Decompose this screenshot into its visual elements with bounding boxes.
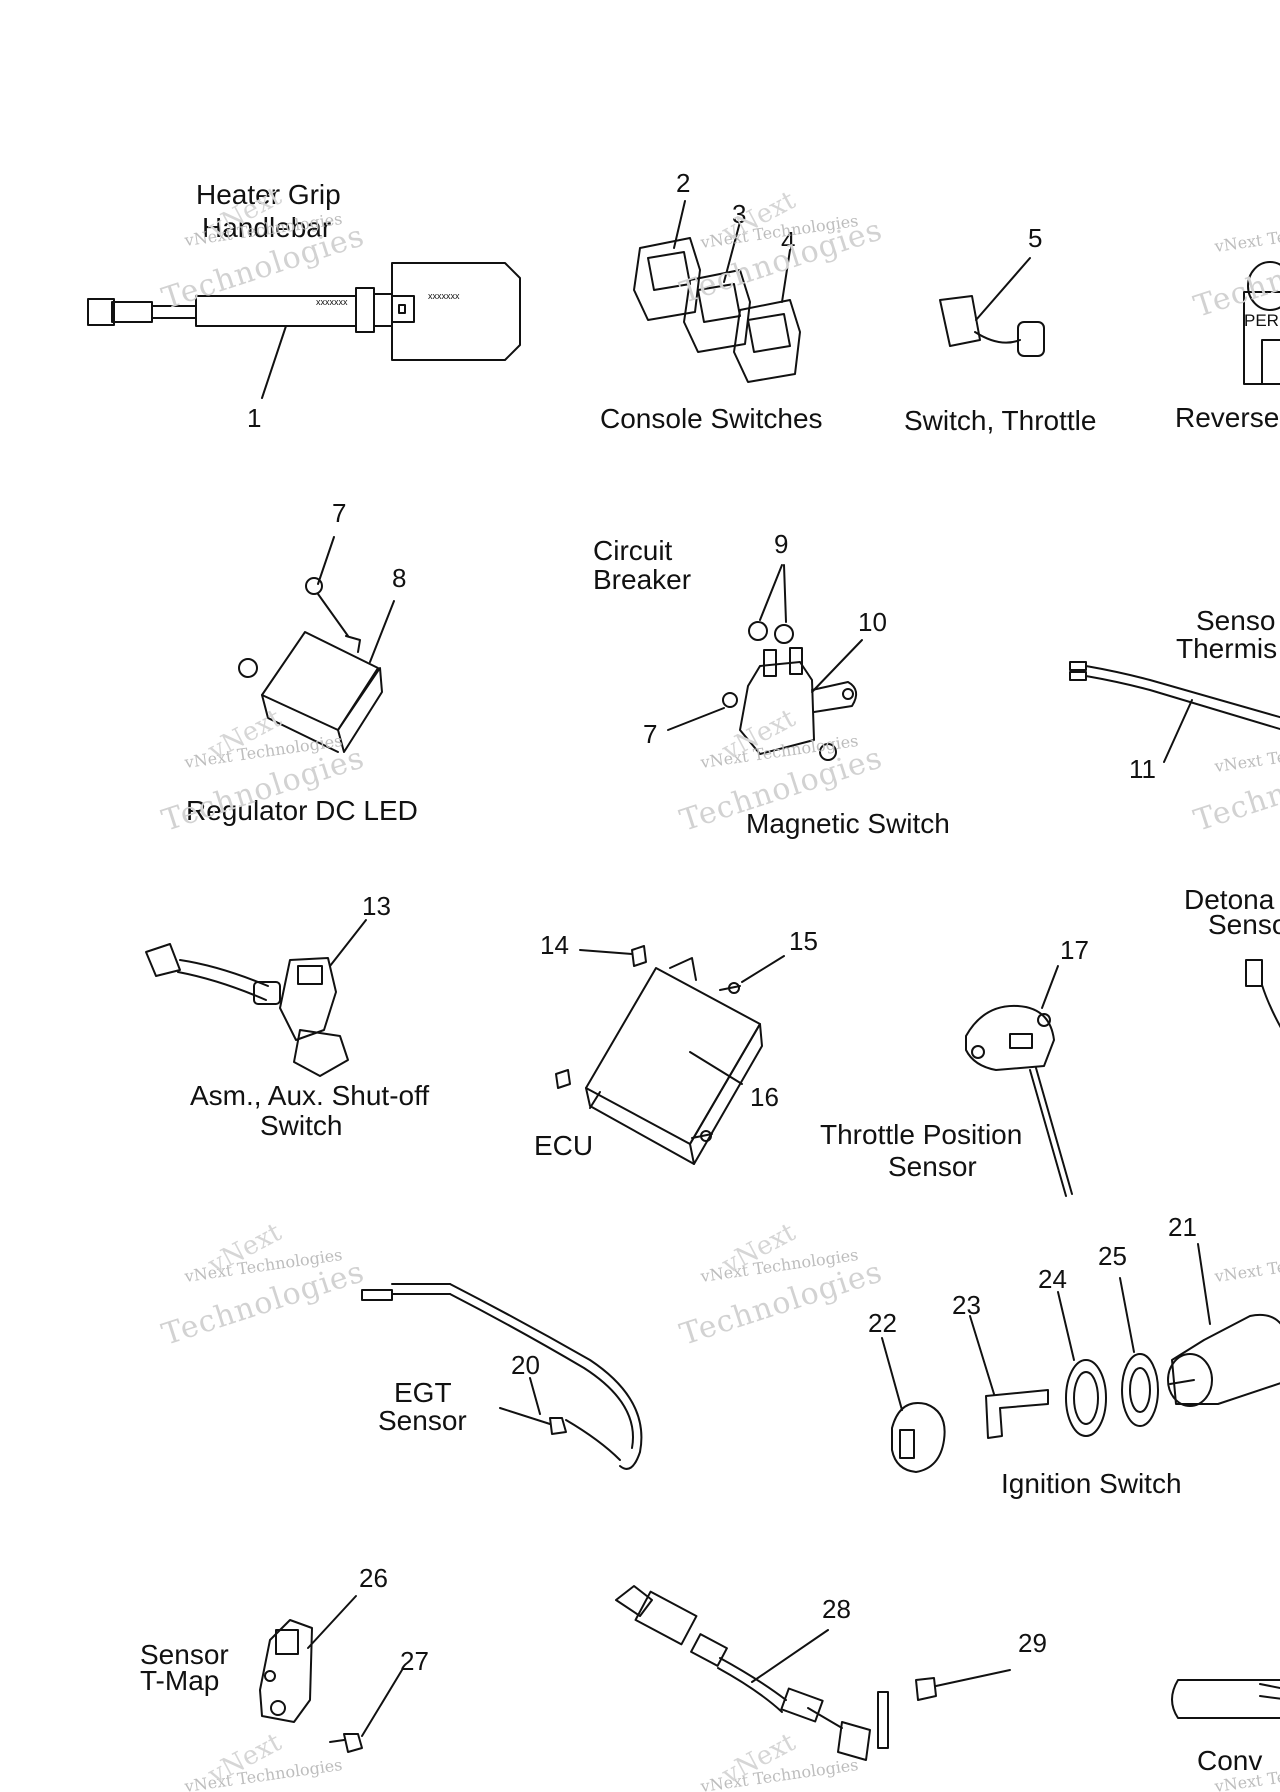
callout-26: 26: [359, 1563, 388, 1593]
caption-aux-shutoff-line2: Switch: [260, 1110, 343, 1141]
caption-sensor-tmap-line2: T-Map: [140, 1665, 220, 1696]
callout-14: 14: [540, 930, 569, 960]
callout-27: 27: [400, 1646, 429, 1676]
caption-aux-shutoff-line1: Asm., Aux. Shut-off: [190, 1080, 430, 1111]
callout-23: 23: [952, 1290, 981, 1320]
caption-sensor-tmap-line1: Sensor: [140, 1639, 229, 1670]
ecu-drawing: [555, 945, 785, 1165]
caption-magnetic-switch: Magnetic Switch: [746, 808, 950, 839]
detonation-drawing: [1245, 959, 1280, 1029]
caption-circuit-breaker-line2: Breaker: [593, 564, 692, 595]
caption-throttle-position-line2: Sensor: [888, 1151, 977, 1182]
caption-ignition-switch: Ignition Switch: [1001, 1468, 1182, 1499]
reverse-drawing: [1243, 261, 1280, 385]
callout-28: 28: [822, 1594, 851, 1624]
callout-1: 1: [247, 403, 262, 433]
ignition-switch-drawing: [881, 1243, 1280, 1473]
caption-heater-grip-line2: Handlebar: [202, 212, 332, 243]
callout-7-magnetic: 7: [643, 719, 658, 749]
callout-4: 4: [781, 226, 796, 256]
callout-25: 25: [1098, 1241, 1127, 1271]
caption-detonation-line2: Senso: [1208, 909, 1280, 940]
caption-switch-throttle: Switch, Throttle: [904, 405, 1097, 436]
callout-15: 15: [789, 926, 818, 956]
callout-29: 29: [1018, 1628, 1047, 1658]
grip-mark-text: xxxxxxx: [316, 297, 348, 307]
caption-throttle-position-line1: Throttle Position: [820, 1119, 1023, 1150]
callout-22: 22: [868, 1308, 897, 1338]
caption-egt-line1: EGT: [394, 1377, 452, 1408]
caption-sensor-thermistor-line1: Senso: [1196, 605, 1276, 636]
sensor-thermistor-drawing: [1069, 661, 1280, 763]
reverse-tag-text: PER: [1244, 311, 1279, 330]
callout-20: 20: [511, 1350, 540, 1380]
callout-17: 17: [1060, 935, 1089, 965]
converter-drawing: [1171, 1679, 1280, 1719]
caption-circuit-breaker-line1: Circuit: [593, 535, 673, 566]
callout-13: 13: [362, 891, 391, 921]
callout-8: 8: [392, 563, 407, 593]
heater-grip-drawing: [87, 262, 521, 399]
callout-3: 3: [732, 199, 747, 229]
caption-regulator: Regulator DC LED: [186, 795, 418, 826]
speed-sensor-drawing: [615, 1585, 1011, 1761]
callout-16: 16: [750, 1082, 779, 1112]
throttle-position-drawing: [965, 965, 1073, 1197]
callout-11: 11: [1129, 754, 1156, 784]
callout-21: 21: [1168, 1212, 1197, 1242]
caption-reverse: Reverse: [1175, 402, 1280, 433]
egt-sensor-drawing: [361, 1283, 643, 1470]
callout-24: 24: [1038, 1264, 1067, 1294]
caption-heater-grip-line1: Heater Grip: [196, 179, 341, 210]
caption-sensor-thermistor-line2: Thermis: [1176, 633, 1278, 664]
callout-7-regulator: 7: [332, 498, 347, 528]
caption-detonation-line1: Detona: [1184, 884, 1275, 915]
callout-9: 9: [774, 529, 789, 559]
switch-throttle-drawing: [939, 257, 1045, 357]
pad-mark-text: xxxxxxx: [428, 291, 460, 301]
regulator-drawing: [238, 536, 395, 753]
caption-console-switches: Console Switches: [600, 403, 823, 434]
callout-2: 2: [676, 168, 691, 198]
console-switches-drawing: [633, 200, 801, 383]
callout-5: 5: [1028, 223, 1043, 253]
caption-converter: Conv: [1197, 1745, 1263, 1776]
caption-egt-line2: Sensor: [378, 1405, 467, 1436]
aux-shutoff-drawing: [145, 919, 367, 1077]
sensor-tmap-drawing: [259, 1595, 403, 1753]
caption-ecu: ECU: [534, 1130, 594, 1161]
callout-10: 10: [858, 607, 887, 637]
magnetic-switch-drawing: [667, 564, 863, 761]
